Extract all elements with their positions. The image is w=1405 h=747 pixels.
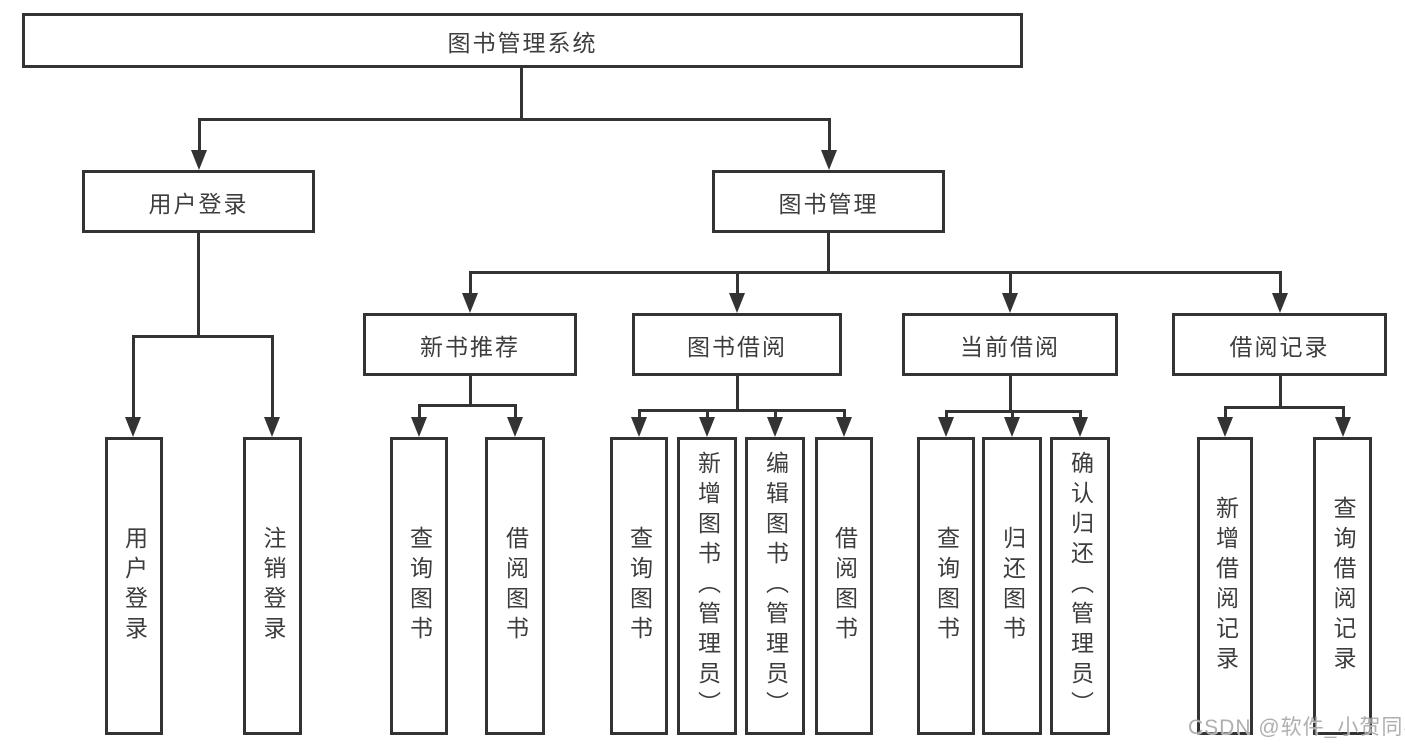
leaf-query-books-recommend: 查询图书: [390, 437, 448, 735]
root-node-library-management-system: 图书管理系统: [22, 13, 1023, 68]
arrow-down-icon: [1004, 417, 1020, 437]
line-segment: [706, 409, 709, 420]
arrow-down-icon: [836, 417, 852, 437]
line-segment: [828, 118, 831, 154]
node-book-borrow: 图书借阅: [632, 313, 842, 376]
leaf-add-borrow-record: 新增借阅记录: [1197, 437, 1253, 735]
arrow-down-icon: [821, 150, 837, 170]
line-segment: [638, 409, 641, 420]
line-segment: [1011, 410, 1014, 420]
line-segment: [418, 404, 421, 420]
line-segment: [827, 233, 830, 272]
line-segment: [418, 404, 517, 407]
arrow-down-icon: [729, 293, 745, 313]
leaf-query-borrow-record: 查询借阅记录: [1313, 437, 1372, 735]
line-segment: [1079, 410, 1082, 420]
leaf-edit-book-admin: 编辑图书（管理员）: [745, 437, 805, 735]
line-segment: [638, 409, 846, 412]
line-segment: [469, 271, 472, 295]
node-current-borrow: 当前借阅: [902, 313, 1118, 376]
line-segment: [197, 233, 200, 335]
line-segment: [132, 335, 135, 419]
csdn-watermark: CSDN @软件_小贺同学: [1188, 716, 1405, 739]
arrow-down-icon: [507, 417, 523, 437]
arrow-down-icon: [264, 417, 280, 437]
line-segment: [843, 409, 846, 420]
arrow-down-icon: [1072, 417, 1088, 437]
line-segment: [514, 404, 517, 420]
line-segment: [1009, 271, 1012, 295]
line-segment: [736, 376, 739, 409]
leaf-logout: 注销登录: [243, 437, 302, 735]
leaf-query-books-current: 查询图书: [917, 437, 975, 735]
leaf-borrow-books-borrow: 借阅图书: [815, 437, 873, 735]
arrow-down-icon: [1272, 293, 1288, 313]
arrow-down-icon: [1217, 417, 1233, 437]
line-segment: [1279, 271, 1282, 295]
arrow-down-icon: [125, 417, 141, 437]
node-borrow-record: 借阅记录: [1172, 313, 1387, 376]
line-segment: [1009, 376, 1012, 410]
line-segment: [198, 118, 831, 121]
line-segment: [1342, 406, 1345, 420]
line-segment: [1279, 376, 1282, 406]
line-segment: [1224, 406, 1227, 420]
line-segment: [736, 271, 739, 295]
node-new-book-recommend: 新书推荐: [363, 313, 577, 376]
line-segment: [198, 118, 201, 154]
leaf-borrow-books-recommend: 借阅图书: [485, 437, 545, 735]
arrow-down-icon: [767, 417, 783, 437]
arrow-down-icon: [938, 417, 954, 437]
line-segment: [271, 335, 274, 419]
leaf-user-login: 用户登录: [105, 437, 163, 735]
arrow-down-icon: [699, 417, 715, 437]
leaf-add-book-admin: 新增图书（管理员）: [677, 437, 737, 735]
line-segment: [469, 376, 472, 404]
arrow-down-icon: [462, 293, 478, 313]
node-user-login: 用户登录: [82, 170, 315, 233]
arrow-down-icon: [1335, 417, 1351, 437]
node-book-management: 图书管理: [712, 170, 945, 233]
arrow-down-icon: [411, 417, 427, 437]
line-segment: [469, 271, 1282, 274]
line-segment: [774, 409, 777, 420]
arrow-down-icon: [191, 150, 207, 170]
leaf-return-books: 归还图书: [982, 437, 1042, 735]
line-segment: [520, 68, 523, 118]
leaf-query-books-borrow: 查询图书: [610, 437, 668, 735]
leaf-confirm-return-admin: 确认归还（管理员）: [1050, 437, 1110, 735]
line-segment: [945, 410, 948, 420]
line-segment: [1224, 406, 1345, 409]
line-segment: [132, 335, 273, 338]
arrow-down-icon: [631, 417, 647, 437]
arrow-down-icon: [1002, 293, 1018, 313]
